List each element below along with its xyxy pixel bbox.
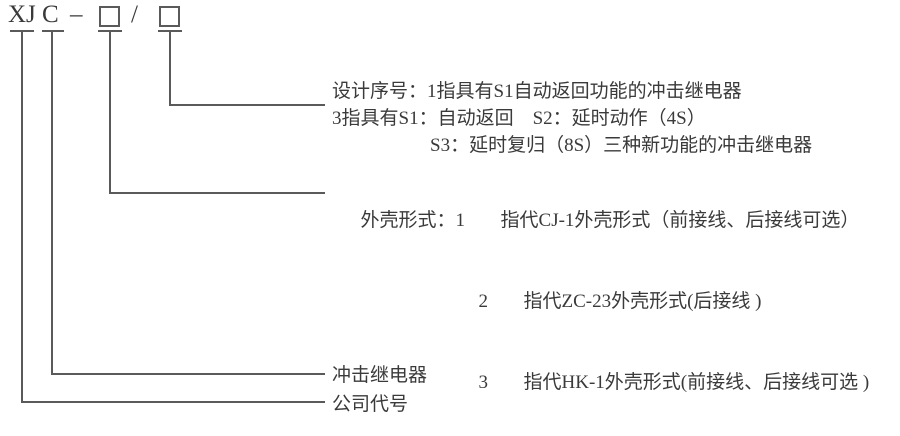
callout-design-serial: 设计序号：1指具有S1自动返回功能的冲击继电器 3指具有S1：自动返回 S2：延… (332, 78, 812, 159)
code-token-dash: – (70, 1, 83, 28)
design-serial-line-2: 3指具有S1：自动返回 S2：延时动作（4S） (332, 108, 706, 129)
code-token-slash: / (131, 1, 138, 28)
model-code-header: XJ C – / (0, 0, 230, 34)
shell-form-row-2: 2 指代ZC-23外壳形式(后接线 ) (332, 261, 869, 342)
callout-relay-type: 冲击继电器 (332, 365, 428, 386)
code-box-design-serial (159, 6, 180, 27)
shell-form-desc-1: 指代CJ-1外壳形式（前接线、后接线可选） (500, 210, 860, 231)
callout-company-code: 公司代号 (332, 394, 409, 415)
code-token-prefix: XJ (8, 1, 36, 28)
leader-company-code (21, 31, 325, 403)
design-serial-line-3: S3：延时复归（8S）三种新功能的冲击继电器 (430, 135, 813, 156)
shell-form-num-3: 3 (478, 372, 489, 393)
shell-form-desc-2: 指代ZC-23外壳形式(后接线 ) (523, 291, 762, 312)
shell-form-num-2: 2 (478, 291, 489, 312)
shell-form-desc-3: 指代HK-1外壳形式(前接线、后接线可选 ) (523, 372, 870, 393)
shell-form-row-3: 3 指代HK-1外壳形式(前接线、后接线可选 ) (332, 342, 870, 423)
leader-relay-type (51, 31, 325, 375)
leader-shell-form (109, 31, 325, 194)
callout-shell-form: 外壳形式：1 指代CJ-1外壳形式（前接线、后接线可选） 2 指代ZC-23外壳形式… (332, 180, 870, 436)
shell-form-row-1: 外壳形式：1 指代CJ-1外壳形式（前接线、后接线可选） (332, 180, 869, 261)
code-box-shell-form (99, 6, 120, 27)
leader-design-serial (169, 31, 325, 106)
shell-form-row-4: 4指代BC-4继电器芯子 (332, 423, 869, 436)
design-serial-line-1: 设计序号：1指具有S1自动返回功能的冲击继电器 (332, 81, 742, 102)
code-token-letter: C (42, 1, 59, 28)
shell-form-num-1: 1 (455, 210, 466, 231)
shell-form-label: 外壳形式： (360, 210, 456, 231)
